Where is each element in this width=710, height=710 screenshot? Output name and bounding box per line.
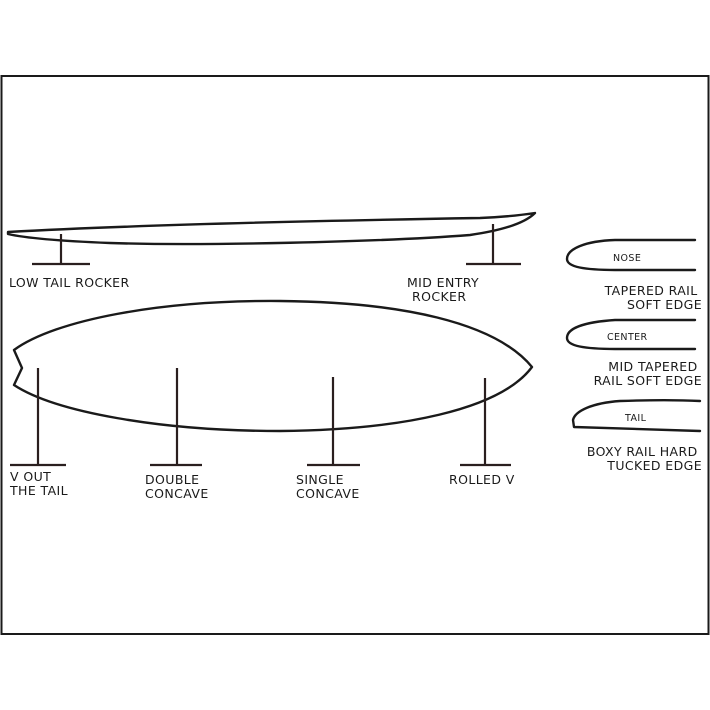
rail-profiles: NOSE TAPERED RAIL SOFT EDGE CENTER MID T… <box>565 238 702 473</box>
tail-rail-caption: BOXY RAIL HARD TUCKED EDGE <box>587 444 702 473</box>
diagram-border <box>0 75 710 635</box>
center-rail-tag: CENTER <box>607 332 648 343</box>
low-tail-rocker-label: LOW TAIL ROCKER <box>9 275 130 290</box>
center-rail-shape <box>565 318 697 351</box>
board-plan-shape <box>12 299 534 433</box>
single-concave-label: SINGLE CONCAVE <box>296 472 360 501</box>
nose-rail-tag: NOSE <box>613 253 641 264</box>
center-rail-caption: MID TAPERED RAIL SOFT EDGE <box>594 359 702 388</box>
rocker-profile: LOW TAIL ROCKER MID ENTRY ROCKER <box>6 211 537 304</box>
double-concave-label: DOUBLE CONCAVE <box>145 472 209 501</box>
rocker-outline <box>6 211 537 246</box>
tail-rail-shape <box>571 399 702 433</box>
v-out-tail-label: V OUT THE TAIL <box>9 469 68 498</box>
rolled-v-label: ROLLED V <box>449 472 515 487</box>
tail-rail-tag: TAIL <box>624 413 647 424</box>
mid-entry-rocker-label: MID ENTRY ROCKER <box>407 275 483 304</box>
nose-rail-shape <box>565 238 697 272</box>
board-outline: V OUT THE TAIL DOUBLE CONCAVE SINGLE CON… <box>9 299 534 501</box>
nose-rail-caption: TAPERED RAIL SOFT EDGE <box>604 283 702 312</box>
